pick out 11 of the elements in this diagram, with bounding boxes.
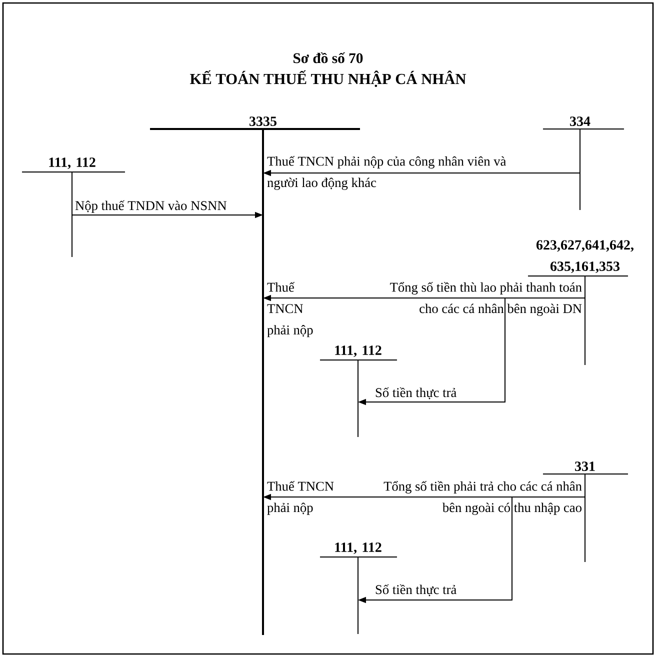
edge-label: Số tiền thực trả [376,584,456,596]
edge-label: Tổng số tiền phải trả cho các cá nhân bên ngoài có thu nhập cao [384,481,582,515]
edge-label: Thuế TNCN phải nộp của công nhân viên và người lao động khác [267,156,506,190]
t-account: 334 [542,116,624,210]
edge-label: Nộp thuế TNDN vào NSNN [75,200,227,213]
note-text: Thuế TNCN phải nộp [267,282,313,338]
diagram-title: KẾ TOÁN THUẾ THU NHẬP CÁ NHÂN [190,70,466,88]
edge-label: Tổng số tiền thù lao phải thanh toán cho các cá nhân bên ngoài DN [390,282,582,316]
diagram-subtitle: Sơ đồ số 70 [294,52,363,64]
edge-label: Số tiền thực trả [376,387,456,400]
note-text: Thuế TNCN phải nộp [267,481,334,515]
